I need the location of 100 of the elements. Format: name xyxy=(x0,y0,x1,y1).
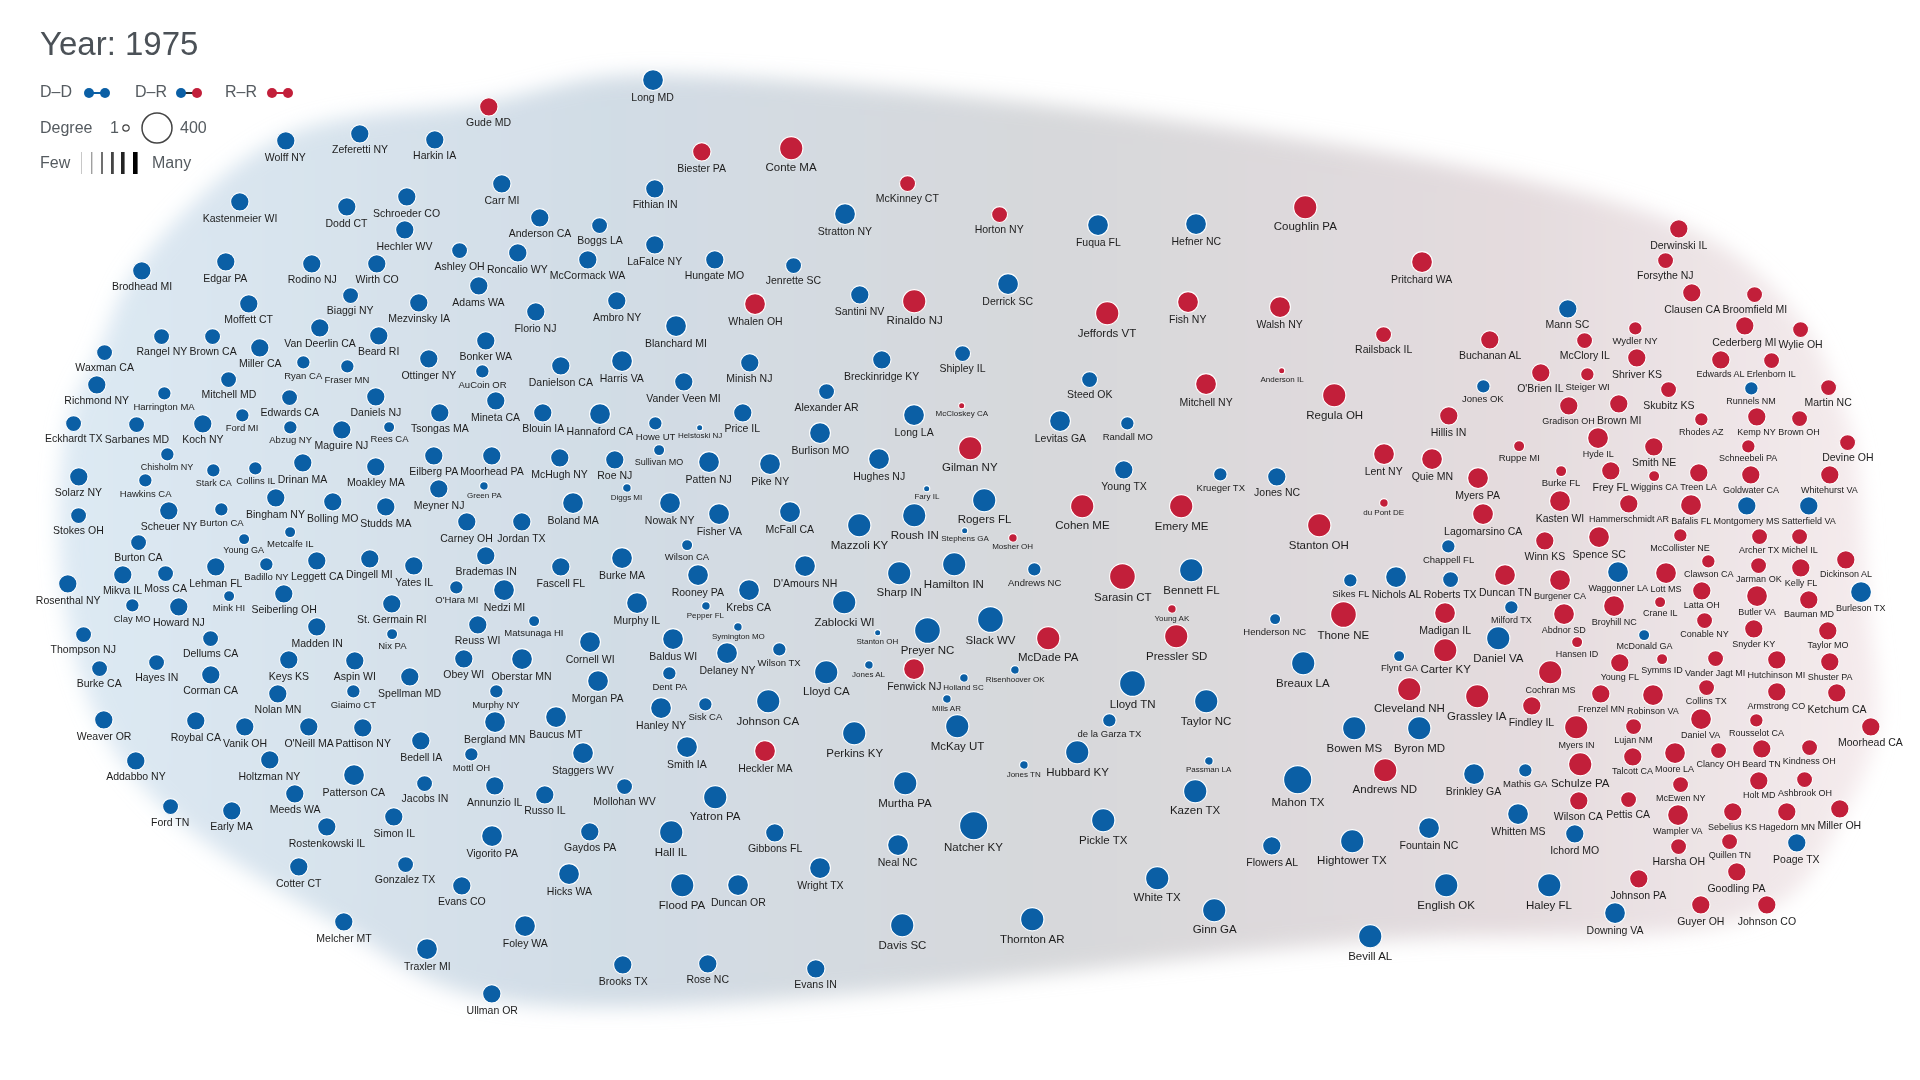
node-label: Miller OH xyxy=(1817,820,1862,832)
node-label: Mahon TX xyxy=(1271,795,1325,808)
node-label: Alexander AR xyxy=(794,401,859,413)
node-label: Ottinger NY xyxy=(401,369,457,381)
node-label: Yates IL xyxy=(395,576,433,588)
node-label: Passman LA xyxy=(1185,766,1232,775)
node-label: Fenwick NJ xyxy=(887,681,942,693)
node-label: Bowen MS xyxy=(1326,741,1383,754)
node-label: Roberts TX xyxy=(1423,588,1477,600)
node-label: Traxler MI xyxy=(403,961,451,972)
node-label: Fish NY xyxy=(1169,314,1207,326)
node-label: Moakley MA xyxy=(347,477,405,489)
node-label: Whitten MS xyxy=(1491,826,1546,838)
node-label: Holt MD xyxy=(1742,791,1776,801)
node-label: Jordan TX xyxy=(497,533,546,545)
scale-label: Degree xyxy=(40,120,93,136)
node-label: Corman CA xyxy=(183,685,239,697)
node-label: Myers PA xyxy=(1455,490,1500,502)
node-label: McDonald GA xyxy=(1616,642,1673,652)
node-label: Boggs LA xyxy=(577,234,623,246)
node-label: Gonzalez TX xyxy=(374,874,436,886)
node-label: Melcher MT xyxy=(316,932,372,944)
node-label: Armstrong CO xyxy=(1747,702,1806,712)
node-label: Johnson PA xyxy=(1610,889,1667,901)
node-label: Dellums CA xyxy=(182,648,239,660)
node-label: Snyder KY xyxy=(1732,639,1776,650)
node-label: Emery ME xyxy=(1154,519,1209,532)
node-label: Vanik OH xyxy=(222,737,268,749)
node-label: Clay MO xyxy=(113,613,151,624)
node-label: Blanchard MI xyxy=(644,337,707,349)
node-label: Burleson TX xyxy=(1836,603,1886,614)
node-label: Evans CO xyxy=(437,896,486,908)
node-label: Carney OH xyxy=(440,533,493,545)
node-label: Moore LA xyxy=(1655,764,1695,775)
node-label: Steiger WI xyxy=(1565,382,1610,393)
node-label: Winn KS xyxy=(1524,551,1566,563)
node-label: Moorhead PA xyxy=(460,466,524,478)
node-label: Ashley OH xyxy=(434,260,485,272)
node-label: Hannaford CA xyxy=(566,425,634,437)
node-label: Chappell FL xyxy=(1422,554,1475,565)
node-label: Seiberling OH xyxy=(251,604,317,616)
node-label: Erlenborn IL xyxy=(1746,370,1796,380)
node-label: Quillen TN xyxy=(1708,851,1752,861)
node-label: Schneebeli PA xyxy=(1719,454,1778,464)
node-label: Hefner NC xyxy=(1171,236,1222,248)
node-label: Rousselot CA xyxy=(1728,728,1784,739)
node-label: Wirth CO xyxy=(355,274,399,286)
node-label: Waggonner LA xyxy=(1588,584,1649,594)
node-label: Guyer OH xyxy=(1677,915,1725,927)
node-label: Baucus MT xyxy=(529,729,583,741)
node-label: Mezvinsky IA xyxy=(388,313,451,325)
node-label: Addabbo NY xyxy=(106,771,166,783)
node-label: Mann SC xyxy=(1545,319,1590,331)
node-label: Keys KS xyxy=(268,671,310,683)
node-label: Jenrette SC xyxy=(765,275,822,287)
node-label: Madigan IL xyxy=(1419,625,1472,636)
node-label: Flood PA xyxy=(658,898,706,911)
node-label: Brodhead MI xyxy=(111,281,173,293)
node-label: Ryan CA xyxy=(284,370,323,381)
node-label: Ichord MO xyxy=(1550,844,1600,856)
node-label: Levitas GA xyxy=(1034,433,1087,445)
node-label: Jacobs IN xyxy=(401,793,449,805)
node-label: Wright TX xyxy=(797,880,844,892)
node-label: McCloskey CA xyxy=(935,409,988,419)
node-label: Robinson VA xyxy=(1627,707,1679,717)
node-label: Madden IN xyxy=(291,637,343,649)
node-label: Lloyd CA xyxy=(803,685,850,698)
node-label: Coughlin PA xyxy=(1273,220,1337,233)
node-label: Taylor NC xyxy=(1180,714,1232,727)
node-label: Talcott CA xyxy=(1611,767,1653,777)
node-label: Broomfield MI xyxy=(1722,303,1788,315)
scale-label: Many xyxy=(152,155,192,171)
node-label: Breaux LA xyxy=(1276,676,1330,689)
node-label: Richmond NY xyxy=(64,395,130,407)
node-label: Wolff NY xyxy=(264,151,306,163)
node-label: Stanton OH xyxy=(1288,538,1349,551)
node-label: Patterson CA xyxy=(322,787,386,799)
node-label: Annunzio IL xyxy=(466,796,523,808)
node-label: Kasten WI xyxy=(1535,513,1585,524)
node-label: Ambro NY xyxy=(592,312,642,324)
node-label: Leggett CA xyxy=(290,571,344,583)
node-label: Harsha OH xyxy=(1652,856,1706,868)
node-label: Burlison MO xyxy=(791,445,850,457)
node-label: Kastenmeier WI xyxy=(202,212,278,224)
node-label: Vander Jagt MI xyxy=(1685,668,1746,678)
node-label: Holland SC xyxy=(943,684,984,693)
node-label: Bevill AL xyxy=(1348,949,1393,963)
node-label: Anderson CA xyxy=(508,228,572,240)
node-label: D'Amours NH xyxy=(773,577,838,589)
scale-label: 1 xyxy=(110,120,119,136)
node-label: Jarman OK xyxy=(1736,574,1782,585)
node-label: Gibbons FL xyxy=(747,843,803,855)
node-label: Pepper FL xyxy=(686,612,725,621)
node-label: Poage TX xyxy=(1773,853,1820,865)
node-label: Cohen ME xyxy=(1055,519,1110,532)
node-label: Waxman CA xyxy=(75,362,134,374)
node-label: McClory IL xyxy=(1559,350,1610,362)
node-label: Andrews NC xyxy=(1008,577,1062,588)
node-label: Hicks WA xyxy=(546,886,592,898)
node-label: Sikes FL xyxy=(1332,589,1370,600)
